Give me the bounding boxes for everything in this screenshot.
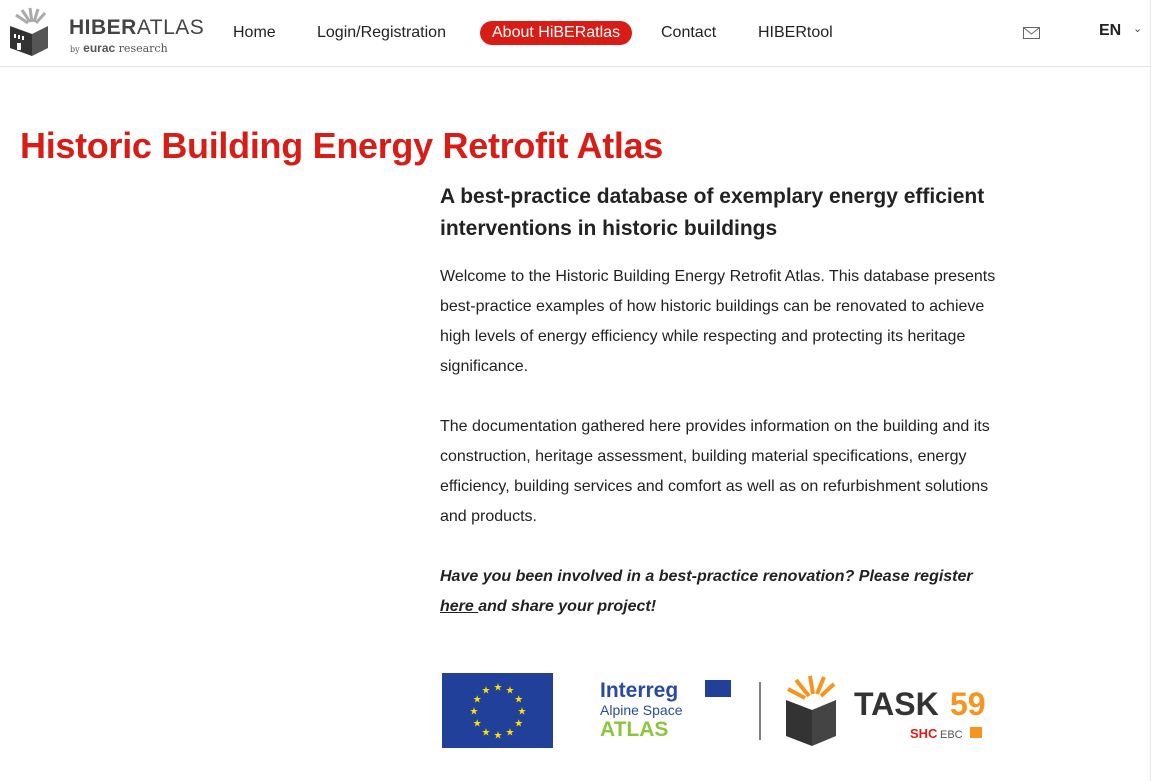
nav-hibertool[interactable]: HIBERtool: [758, 24, 833, 41]
partner-logos: ★★★★★★★★★★★★ Interreg Alpine Space ATLAS…: [440, 672, 1000, 757]
register-cta: Have you been involved in a best-practic…: [440, 568, 973, 615]
svg-text:Interreg: Interreg: [600, 679, 678, 702]
eu-star-icon: ★: [514, 719, 523, 730]
page-subtitle: A best-practice database of exemplary en…: [440, 185, 985, 240]
task59-logo: TASK 59 SHC EBC: [786, 675, 986, 746]
eu-star-icon: ★: [482, 686, 491, 697]
nav-home[interactable]: Home: [233, 24, 276, 41]
svg-text:ATLAS: ATLAS: [600, 718, 668, 741]
building-logo-icon: [10, 7, 48, 56]
language-selector[interactable]: EN: [1099, 22, 1122, 39]
interreg-alpine-space-atlas-logo: Interreg Alpine Space ATLAS: [600, 679, 731, 741]
envelope-icon[interactable]: [1023, 27, 1040, 39]
chevron-down-icon[interactable]: ⌄: [1133, 23, 1143, 35]
nav-contact[interactable]: Contact: [661, 24, 717, 41]
hiberatlas-logo[interactable]: HIBERATLAS by eurac research: [8, 6, 204, 58]
documentation-paragraph: The documentation gathered here provides…: [440, 418, 990, 525]
eu-star-icon: ★: [470, 707, 479, 718]
register-link[interactable]: here: [440, 598, 479, 615]
nav-about[interactable]: About HiBERatlas: [480, 21, 633, 45]
eu-star-icon: ★: [514, 695, 523, 706]
eu-star-icon: ★: [506, 727, 515, 738]
eu-star-icon: ★: [473, 695, 482, 706]
svg-text:EBC: EBC: [940, 729, 963, 741]
site-header: HIBERATLAS by eurac research Home Login/…: [0, 0, 1150, 67]
eu-star-icon: ★: [494, 683, 503, 694]
eu-star-icon: ★: [506, 686, 515, 697]
nav-login-registration[interactable]: Login/Registration: [317, 24, 446, 41]
logo-subtitle: by eurac research: [70, 41, 168, 55]
svg-text:Alpine Space: Alpine Space: [600, 702, 683, 718]
intro-paragraph: Welcome to the Historic Building Energy …: [440, 268, 996, 375]
svg-text:TASK: TASK: [854, 686, 939, 722]
eu-star-icon: ★: [482, 727, 491, 738]
eu-flag-logo: ★★★★★★★★★★★★: [442, 673, 553, 748]
svg-text:59: 59: [950, 686, 986, 722]
svg-text:SHC: SHC: [910, 726, 938, 741]
eu-star-icon: ★: [518, 707, 527, 718]
page-title: Historic Building Energy Retrofit Atlas: [20, 125, 664, 166]
eu-star-icon: ★: [473, 719, 482, 730]
logo-title: HIBERATLAS: [69, 16, 205, 39]
eu-star-icon: ★: [494, 731, 503, 742]
